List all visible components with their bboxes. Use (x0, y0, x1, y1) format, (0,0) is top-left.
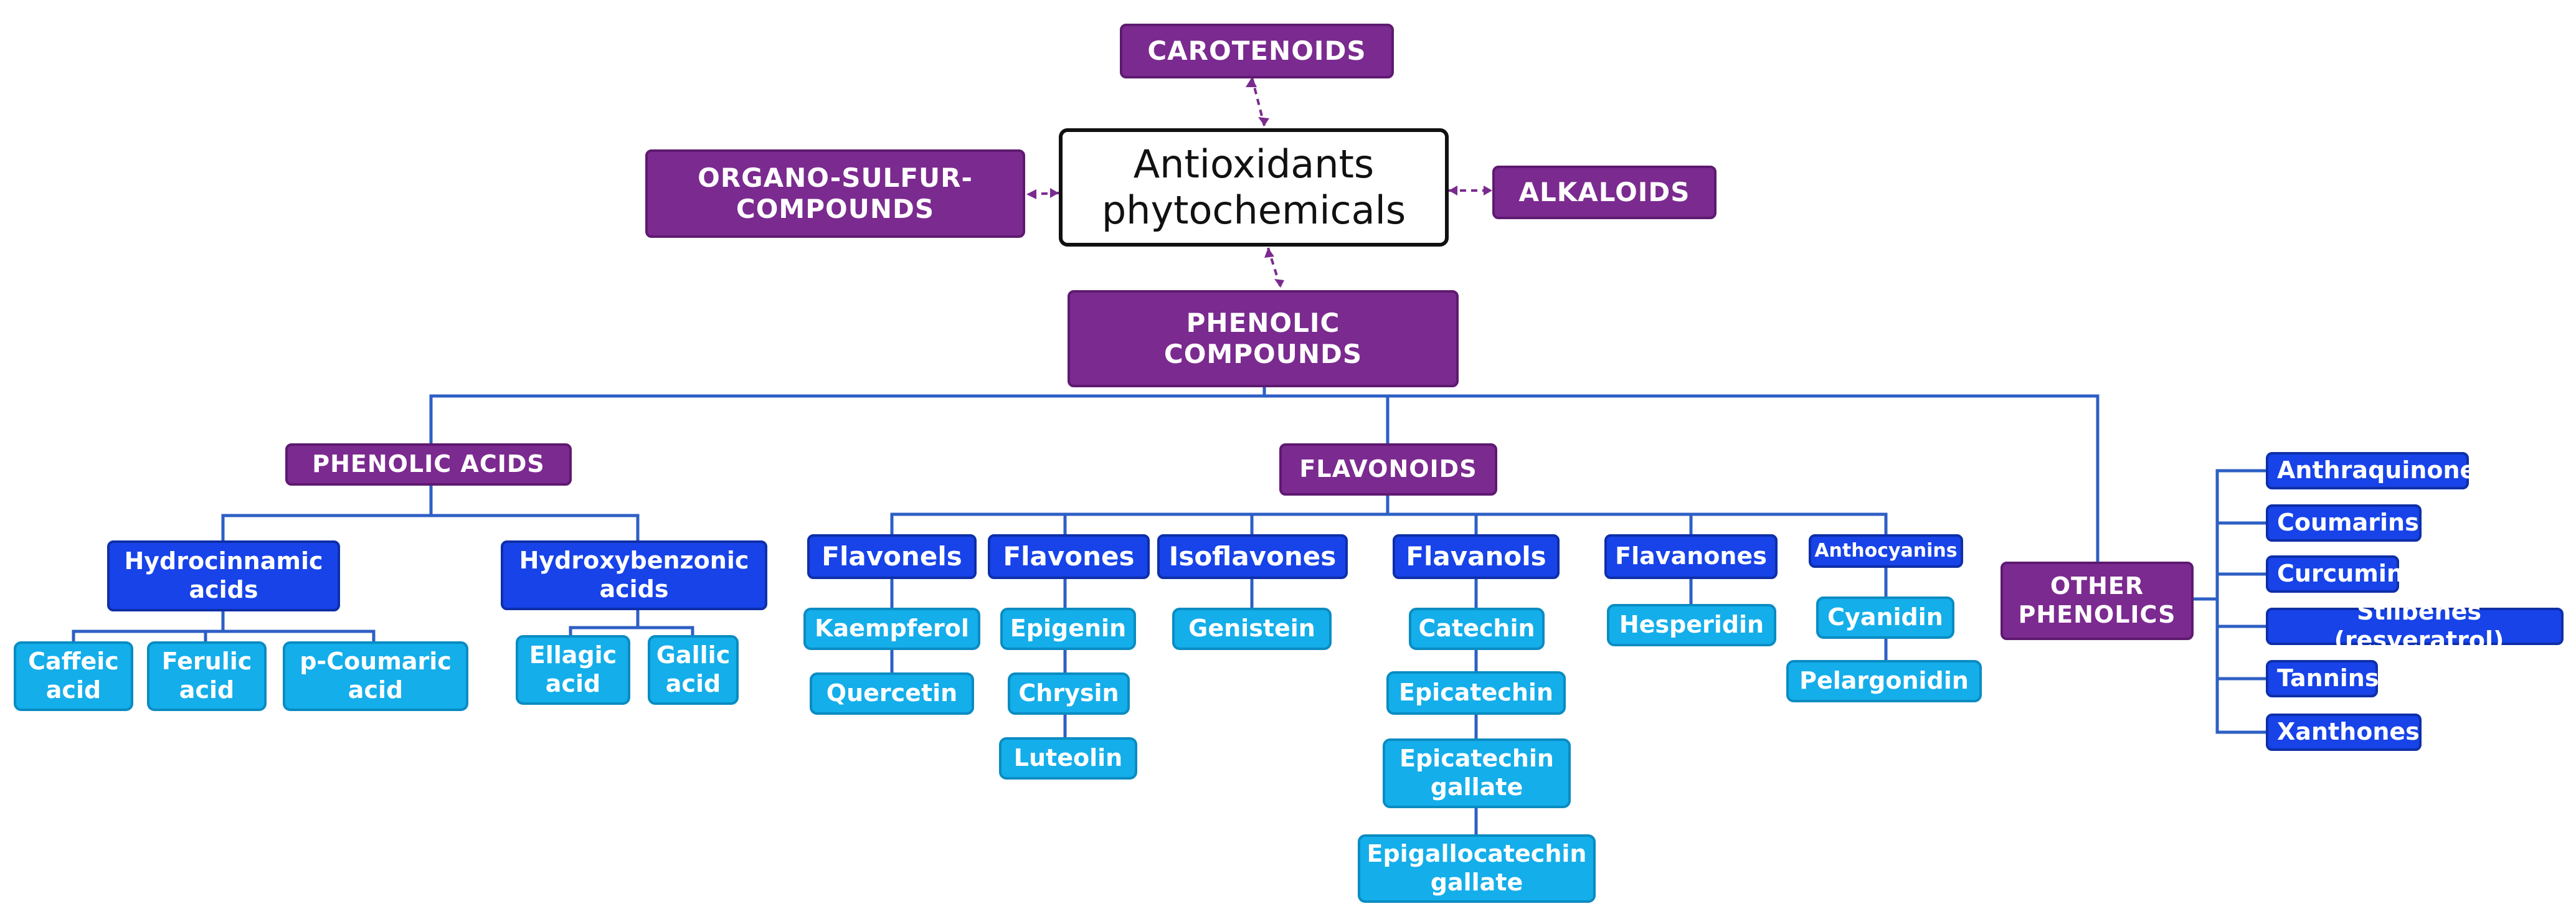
flavones-node: Flavones (988, 534, 1150, 579)
flavonels-node: Flavonels (807, 534, 977, 579)
tannins-node: Tannins (2266, 660, 2379, 697)
anthraquinone-node: Anthraquinone (2266, 452, 2476, 489)
phenolic-acids-node: PHENOLIC ACIDS (285, 443, 572, 486)
ferulic-acid-node: Ferulic acid (147, 641, 267, 711)
chrysin-node: Chrysin (1008, 672, 1130, 715)
hesperidin-node: Hesperidin (1607, 604, 1776, 646)
epigallocatechin-gallate-node: Epigallocatechin gallate (1358, 834, 1596, 903)
flavanones-node: Flavanones (1604, 534, 1778, 579)
hydroxybenzonic-acids-node: Hydroxybenzonic acids (501, 540, 767, 610)
flavonoids-node: FLAVONOIDS (1279, 443, 1497, 496)
quercetin-node: Quercetin (810, 672, 974, 715)
xanthones-node: Xanthones (2266, 714, 2422, 751)
caffeic-acid-node: Caffeic acid (14, 641, 133, 711)
p-coumaric-acid-node: p-Coumaric acid (283, 641, 468, 711)
flavanols-node: Flavanols (1393, 534, 1560, 579)
curcumin-node: Curcumin (2266, 555, 2403, 593)
other-phenolics-node: OTHER PHENOLICS (2001, 562, 2194, 640)
coumarins-node: Coumarins (2266, 504, 2422, 542)
anthocyanins-node: Anthocyanins (1809, 534, 1963, 568)
catechin-node: Catechin (1409, 608, 1545, 650)
carotenoids-node: CAROTENOIDS (1120, 24, 1394, 78)
hydrocinnamic-acids-node: Hydrocinnamic acids (107, 540, 340, 611)
isoflavones-node: Isoflavones (1157, 534, 1348, 579)
phenolic-compounds-node: PHENOLIC COMPOUNDS (1068, 290, 1459, 387)
cyanidin-node: Cyanidin (1816, 596, 1954, 639)
kaempferol-node: Kaempferol (803, 608, 980, 650)
genistein-node: Genistein (1172, 608, 1332, 650)
organo-sulfur-compounds-node: ORGANO-SULFUR- COMPOUNDS (645, 149, 1025, 238)
luteolin-node: Luteolin (999, 737, 1137, 780)
pelargonidin-node: Pelargonidin (1786, 660, 1982, 702)
alkaloids-node: ALKALOIDS (1492, 166, 1717, 219)
ellagic-acid-node: Ellagic acid (516, 635, 630, 705)
antioxidants-phytochemicals-node: Antioxidants phytochemicals (1059, 128, 1449, 247)
epicatechin-node: Epicatechin (1386, 671, 1566, 715)
epicatechin-gallate-node: Epicatechin gallate (1383, 738, 1571, 808)
stilbenes-resveratrol-node: Stilbenes (resveratrol) (2266, 598, 2564, 654)
epigenin-node: Epigenin (1000, 608, 1136, 650)
gallic-acid-node: Gallic acid (648, 635, 739, 705)
